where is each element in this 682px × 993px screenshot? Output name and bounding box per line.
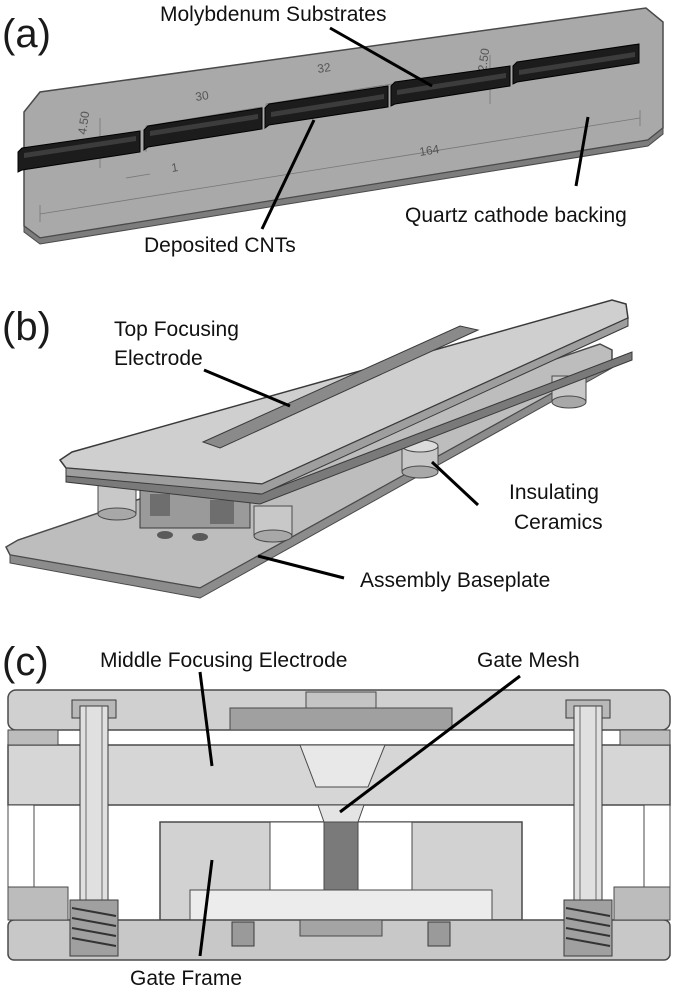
cnt-layer-2 <box>150 114 258 136</box>
callout-quartz: Quartz cathode backing <box>405 204 627 227</box>
top-focusing-electrode-edge <box>65 317 629 495</box>
callout-gate-mesh: Gate Mesh <box>477 649 580 672</box>
callout-insulating-line2: Ceramics <box>514 511 603 534</box>
top-electrode-boss <box>305 691 377 709</box>
callout-top-line1: Top Focusing <box>114 318 239 341</box>
panel-c-label: (c) <box>2 640 49 684</box>
callout-insulating-line1: Insulating <box>509 481 599 504</box>
callout-top-line2: Electrode <box>114 347 203 370</box>
leader-gate-mesh <box>339 674 521 814</box>
gate-mesh-funnel <box>317 804 365 823</box>
dim-height: 4.50 <box>75 110 92 135</box>
gate-frame-window-left <box>269 821 325 891</box>
corner-block-tl <box>7 729 59 746</box>
cnt-layer-5 <box>519 52 635 75</box>
left-bolt <box>69 699 119 957</box>
set-screw-right <box>427 921 451 947</box>
bottom-plate-recess <box>299 919 383 937</box>
panel-c: (c) <box>2 640 671 990</box>
panel-a: (a) 4.50 30 32 2.50 1 164 <box>2 3 664 257</box>
callout-molybdenum: Molybdenum Substrates <box>160 3 386 26</box>
leader-gate-frame <box>198 859 214 957</box>
panel-b: (b) <box>2 299 633 599</box>
set-screw-left <box>231 921 255 947</box>
panel-a-label: (a) <box>2 12 51 56</box>
top-electrode-recess <box>229 707 453 731</box>
dim-thickness: 2.50 <box>475 47 492 72</box>
right-sidewall <box>643 804 671 888</box>
corner-block-bl <box>7 886 69 921</box>
dim-width-32: 32 <box>316 60 332 76</box>
gate-frame-base <box>189 889 493 921</box>
cnt-layer-4 <box>397 73 506 95</box>
corner-block-br <box>613 886 671 921</box>
leader-molybdenum <box>329 26 433 88</box>
cnt-layer-3 <box>271 94 384 117</box>
leader-deposited <box>260 119 316 230</box>
quartz-backing-edge <box>23 126 664 245</box>
leader-top-electrode <box>203 368 291 408</box>
cnt-layer-1 <box>24 136 136 158</box>
corner-block-tr <box>619 729 671 746</box>
dim-length: 164 <box>418 142 440 159</box>
callout-middle-electrode: Middle Focusing Electrode <box>100 649 347 672</box>
focusing-slot <box>201 325 480 449</box>
leader-middle-electrode <box>198 671 214 767</box>
gate-mesh <box>323 821 359 891</box>
callout-gate-frame: Gate Frame <box>130 967 242 990</box>
right-bolt <box>563 699 613 957</box>
leader-baseplate <box>257 554 345 580</box>
left-sidewall <box>7 804 35 888</box>
callout-baseplate: Assembly Baseplate <box>360 569 550 592</box>
dim-width-30: 30 <box>194 88 210 104</box>
callout-deposited: Deposited CNTs <box>144 234 296 257</box>
panel-b-label: (b) <box>2 305 51 349</box>
molybdenum-substrates <box>17 43 640 173</box>
leader-ceramics <box>430 460 480 507</box>
leader-quartz <box>574 116 590 187</box>
gate-frame-window-right <box>357 821 413 891</box>
dim-gap: 1 <box>170 160 179 175</box>
middle-electrode-aperture <box>299 744 386 788</box>
